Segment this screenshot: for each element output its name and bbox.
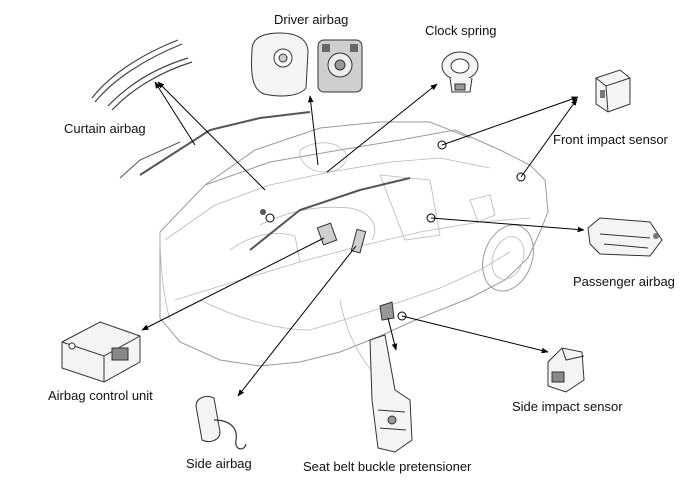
front-impact-sensor-detail xyxy=(595,69,631,113)
leader-lines xyxy=(141,81,585,397)
side-impact-sensor-label: Side impact sensor xyxy=(512,399,623,414)
side-impact-sensor-detail xyxy=(547,347,585,393)
front-impact-sensor-label: Front impact sensor xyxy=(553,132,668,147)
curtain-airbag-module xyxy=(119,111,411,251)
curtain-airbag-detail xyxy=(91,39,193,111)
passenger-airbag-label: Passenger airbag xyxy=(573,274,675,289)
component-markers xyxy=(260,140,526,321)
curtain-airbag-label: Curtain airbag xyxy=(64,121,146,136)
airbag-control-unit-detail xyxy=(61,321,141,383)
side-airbag-label: Side airbag xyxy=(186,456,252,471)
driver-airbag-label: Driver airbag xyxy=(274,12,349,27)
passenger-airbag-detail xyxy=(587,217,663,257)
clock-spring-label: Clock spring xyxy=(425,23,497,38)
seat-belt-buckle-pretensioner-detail xyxy=(369,334,413,453)
seat-belt-buckle-pretensioner-label: Seat belt buckle pretensioner xyxy=(303,459,472,474)
side-airbag-detail xyxy=(195,395,247,450)
airbag-control-unit-label: Airbag control unit xyxy=(48,388,153,403)
driver-airbag-detail xyxy=(251,32,363,97)
clock-spring-detail xyxy=(441,51,479,93)
